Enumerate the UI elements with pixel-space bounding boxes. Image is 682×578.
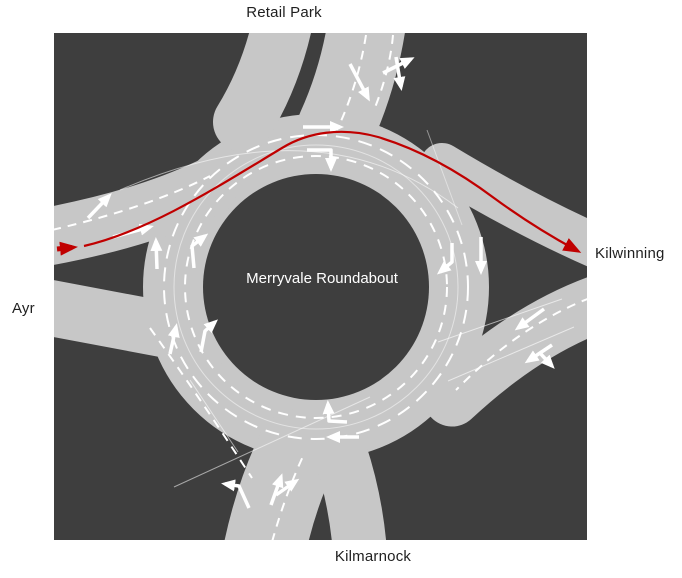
lane-arrow-bottom-entry-fork-ne xyxy=(274,478,300,497)
exit-label-kilwinning: Kilwinning xyxy=(595,245,665,262)
central-island xyxy=(203,174,429,400)
bottom-entry-divider xyxy=(149,327,253,479)
bottom-arm-entry xyxy=(224,409,339,540)
top-entry-divider-a xyxy=(336,34,367,131)
lane-arrow-ring-left-bent-b xyxy=(199,319,218,353)
top-arm-exit xyxy=(213,33,311,152)
spiral-edge-line-5 xyxy=(189,379,239,453)
exit-label-ayr: Ayr xyxy=(12,300,35,317)
bottom-arm-exit xyxy=(313,425,387,540)
spiral-edge-line-4 xyxy=(173,396,371,488)
lane-arrow-ring-left-up-b xyxy=(167,323,180,355)
lane-arrow-ring-top-exit-bent xyxy=(307,148,337,172)
route-ayr-to-kilwinning xyxy=(56,130,582,256)
spiral-edge-line-1 xyxy=(119,150,459,209)
right-entry-divider xyxy=(455,298,587,391)
lane-arrow-right-entry-straight xyxy=(514,307,546,331)
exit-label-retail-park: Retail Park xyxy=(246,4,322,21)
lane-arrow-ring-bottom-bent xyxy=(322,400,348,424)
lane-arrow-bottom-entry-left-bent xyxy=(221,479,251,509)
left-arm-entry xyxy=(54,159,237,265)
bottom-arm-divider xyxy=(271,451,306,540)
spiral-edge-line-2 xyxy=(437,298,563,343)
lane-arrow-ring-left-up-a xyxy=(150,237,163,270)
ring-lane-divider-inner xyxy=(184,155,448,419)
lane-arrow-top-entry-fork-s xyxy=(393,56,406,91)
lane-arrow-ring-left-bent-a xyxy=(190,233,209,269)
spiral-edge-line-6 xyxy=(426,129,463,226)
right-arm-entry xyxy=(423,277,587,427)
exit-label-kilmarnock: Kilmarnock xyxy=(334,548,412,565)
lane-arrow-bottom-entry-fork-up xyxy=(269,473,284,506)
lane-arrows xyxy=(86,56,555,509)
lane-arrow-ring-right-bent xyxy=(436,243,454,275)
route-line xyxy=(83,130,582,253)
top-arm-entry xyxy=(297,33,405,167)
lane-arrow-right-entry-fork-se xyxy=(537,350,555,369)
island-label: Merryvale Roundabout xyxy=(246,270,399,287)
left-entry-divider xyxy=(54,175,211,231)
lane-arrow-top-entry-down xyxy=(348,63,370,102)
ring-lane-edge xyxy=(173,144,459,430)
lane-arrow-left-entry-up xyxy=(86,193,112,220)
spiral-edge-line-3 xyxy=(447,326,575,382)
left-arm-exit xyxy=(54,280,238,366)
route-start-arrow xyxy=(56,241,78,256)
